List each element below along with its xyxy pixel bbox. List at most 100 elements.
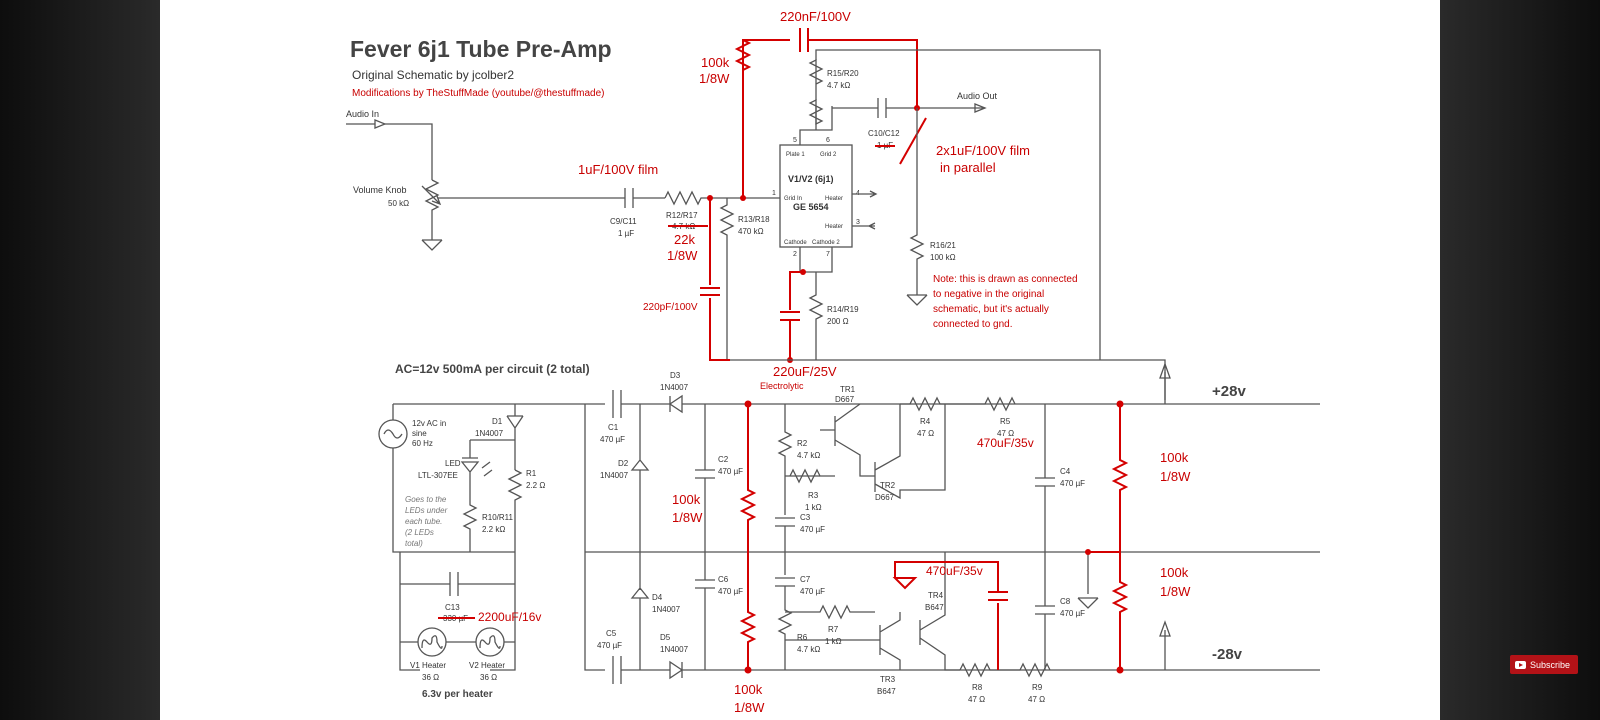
v1-heater-value: 36 Ω <box>422 673 439 682</box>
left-letterbox <box>0 0 160 720</box>
d1-diode-icon <box>506 404 524 470</box>
r1-value: 2.2 Ω <box>526 481 545 490</box>
r7-resistor-icon <box>785 604 875 620</box>
c10-mod-value: 2x1uF/100V film <box>936 143 1030 158</box>
bleeder2-rating: 1/8W <box>734 700 765 715</box>
c10-label: C10/C12 <box>868 129 900 138</box>
bleeder3-value: 100k <box>1160 450 1189 465</box>
c13-label: C13 <box>445 603 460 612</box>
tube-cathode-pin: Cathode <box>784 240 807 246</box>
r4-r5-resistor-icon <box>900 396 1016 412</box>
r14-value: 200 Ω <box>827 317 849 326</box>
r2-c3-icon <box>775 404 820 552</box>
c5-value: 470 µF <box>597 641 622 650</box>
r10-value: 2.2 kΩ <box>482 525 505 534</box>
note-line-3: schematic, but it's actually <box>933 304 1049 315</box>
r12-mod-value: 22k <box>674 232 695 247</box>
c2-label: C2 <box>718 455 729 464</box>
c3-value: 470 µF <box>800 525 825 534</box>
audio-in-label: Audio In <box>346 109 379 119</box>
top-resistor-icon <box>734 39 752 71</box>
d5-value: 1N4007 <box>660 645 689 654</box>
note-line-2: to negative in the original <box>933 289 1044 300</box>
schematic-subtitle: Original Schematic by jcolber2 <box>352 68 514 82</box>
r12-label: R12/R17 <box>666 211 698 220</box>
feedback-path <box>742 28 918 198</box>
c220uf-capacitor-icon <box>780 271 803 360</box>
d4-value: 1N4007 <box>652 605 681 614</box>
c10-mod-note: in parallel <box>940 160 996 175</box>
ac-source-label: 12v AC in <box>412 419 446 428</box>
tube-grid2-pin: Grid 2 <box>820 152 837 158</box>
r10-resistor-icon <box>462 490 478 552</box>
pin-7: 7 <box>826 251 830 258</box>
led-label: LED <box>445 459 461 468</box>
c4-label: C4 <box>1060 467 1071 476</box>
bleeder3-rating: 1/8W <box>1160 469 1191 484</box>
volume-knob-label: Volume Knob <box>353 185 407 195</box>
led-part: LTL-307EE <box>418 471 458 480</box>
r2-label: R2 <box>797 439 808 448</box>
c1-capacitor-icon <box>585 390 622 418</box>
led-note-3: each tube. <box>405 517 442 526</box>
c8-value: 470 µF <box>1060 609 1085 618</box>
c9-value: 1 µF <box>618 229 634 238</box>
tr4-mod-label: 470uF/35v <box>926 564 983 578</box>
top-res-rating: 1/8W <box>699 71 730 86</box>
top-cap-label: 220nF/100V <box>780 9 851 24</box>
subscribe-button[interactable]: Subscribe <box>1510 655 1578 674</box>
tube-box <box>779 144 853 248</box>
c7-value: 470 µF <box>800 587 825 596</box>
r1-label: R1 <box>526 469 537 478</box>
c1-value: 470 µF <box>600 435 625 444</box>
r15-resistor-icon <box>808 58 824 100</box>
d3-diode-icon <box>621 394 1320 414</box>
c5-label: C5 <box>606 629 617 638</box>
subscribe-label: Subscribe <box>1530 659 1571 670</box>
pin-2: 2 <box>793 251 797 258</box>
output-bleeders-icon <box>1111 404 1129 670</box>
r16-value: 100 kΩ <box>930 253 956 262</box>
c220pf-capacitor-icon <box>700 198 730 361</box>
tr3-label: TR3 <box>880 675 896 684</box>
tr2-value: D667 <box>875 493 895 502</box>
led-note-2: LEDs under <box>405 506 448 515</box>
c8-label: C8 <box>1060 597 1071 606</box>
r7-label: R7 <box>828 625 839 634</box>
schematic-sheet: Fever 6j1 Tube Pre-Amp Original Schemati… <box>160 0 1440 720</box>
bleeder-resistors-icon <box>739 404 757 670</box>
heater-note: 6.3v per heater <box>422 689 493 700</box>
volume-knob-icon <box>424 179 440 235</box>
r13-label: R13/R18 <box>738 215 770 224</box>
r13-resistor-icon <box>719 198 735 360</box>
c1-label: C1 <box>608 423 619 432</box>
pin-3: 3 <box>856 219 860 226</box>
c9-capacitor-icon <box>624 188 634 208</box>
c4-value: 470 µF <box>1060 479 1085 488</box>
c9-label: C9/C11 <box>610 217 637 226</box>
r9-value: 47 Ω <box>1028 695 1045 704</box>
r8-value: 47 Ω <box>968 695 985 704</box>
c6-label: C6 <box>718 575 729 584</box>
d3-label: D3 <box>670 371 681 380</box>
right-letterbox <box>1440 0 1600 720</box>
pin-1: 1 <box>772 190 776 197</box>
c2-c6-capacitor-icon <box>695 404 715 670</box>
ac-title: AC=12v 500mA per circuit (2 total) <box>395 362 590 376</box>
r16-resistor-icon <box>909 108 925 290</box>
c220uf-type: Electrolytic <box>760 381 804 391</box>
preamp-section: Audio In Volume Knob 50 kΩ C9/C11 1 µF 1… <box>346 9 1166 400</box>
r5-mod-label: 470uF/35v <box>977 436 1034 450</box>
top-res-value: 100k <box>701 55 730 70</box>
tube-heater2-pin: Heater <box>825 224 843 230</box>
d4-label: D4 <box>652 593 663 602</box>
youtube-icon <box>1515 660 1526 669</box>
tr2-label: TR2 <box>880 481 896 490</box>
tr1-value: D667 <box>835 395 855 404</box>
r4-label: R4 <box>920 417 931 426</box>
tube-plate-pin: Plate 1 <box>786 152 805 158</box>
r9-label: R9 <box>1032 683 1043 692</box>
tr1-tr2-transistor-icon <box>820 403 946 500</box>
r16-label: R16/21 <box>930 241 956 250</box>
ac-source-freq: 60 Hz <box>412 439 433 448</box>
